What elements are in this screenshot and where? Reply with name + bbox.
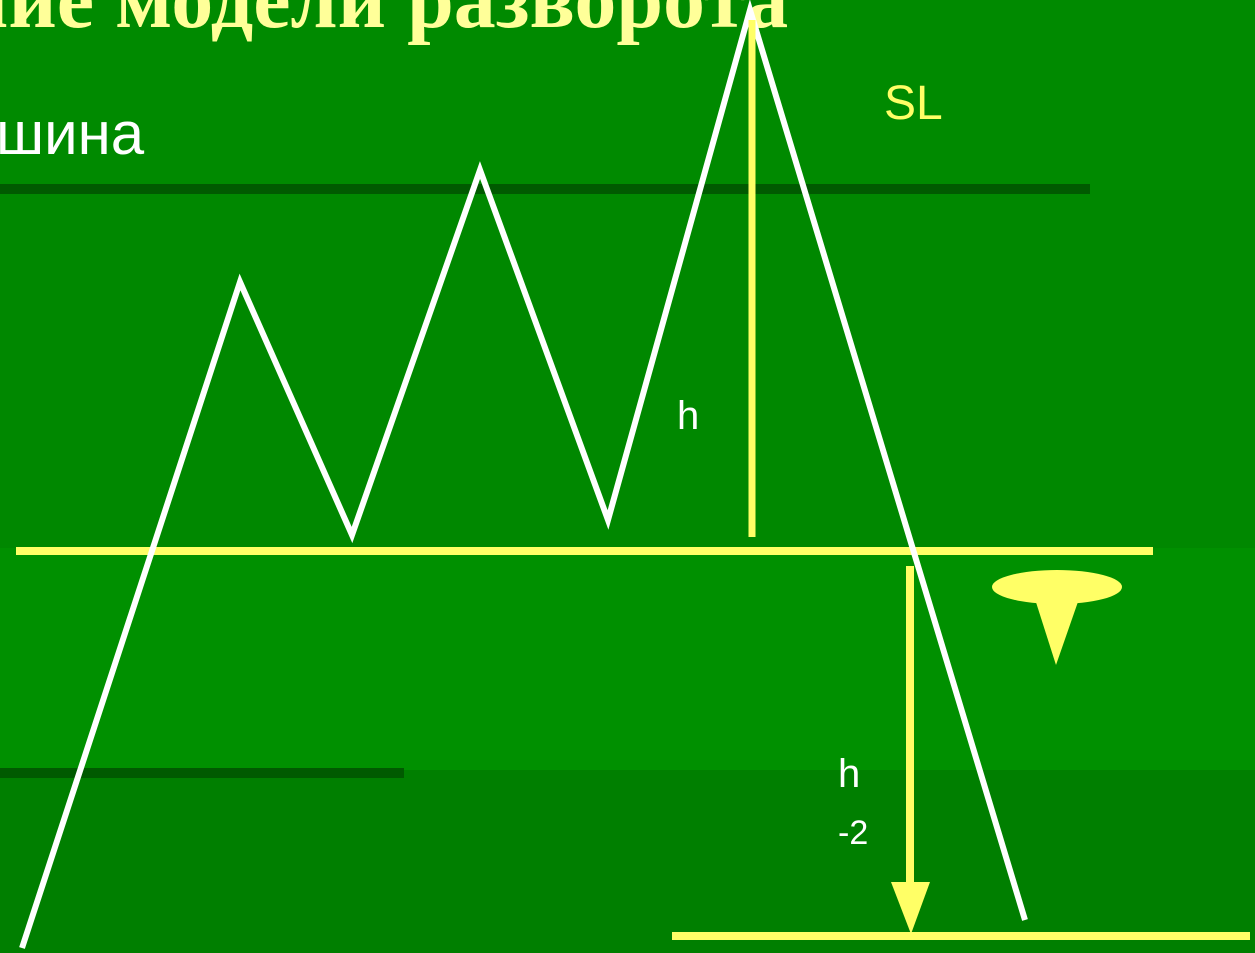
- background-band-top: [0, 0, 1255, 190]
- down-triangle-icon: [992, 570, 1122, 665]
- price-path: [19, 0, 1028, 949]
- target-arrow-head: [891, 882, 930, 934]
- slide-subtitle: шина: [0, 100, 145, 167]
- target-height-label: h: [838, 752, 861, 796]
- stop-loss-label: SL: [884, 77, 943, 130]
- separator-line-bottom: [0, 768, 404, 778]
- separator-line-top: [0, 184, 1090, 194]
- pattern-height-label: h: [677, 394, 700, 438]
- background-band-bottom: [0, 770, 1255, 953]
- target-height-suffix: -2: [838, 814, 869, 852]
- slide-title: ние модели разворота: [0, 0, 788, 42]
